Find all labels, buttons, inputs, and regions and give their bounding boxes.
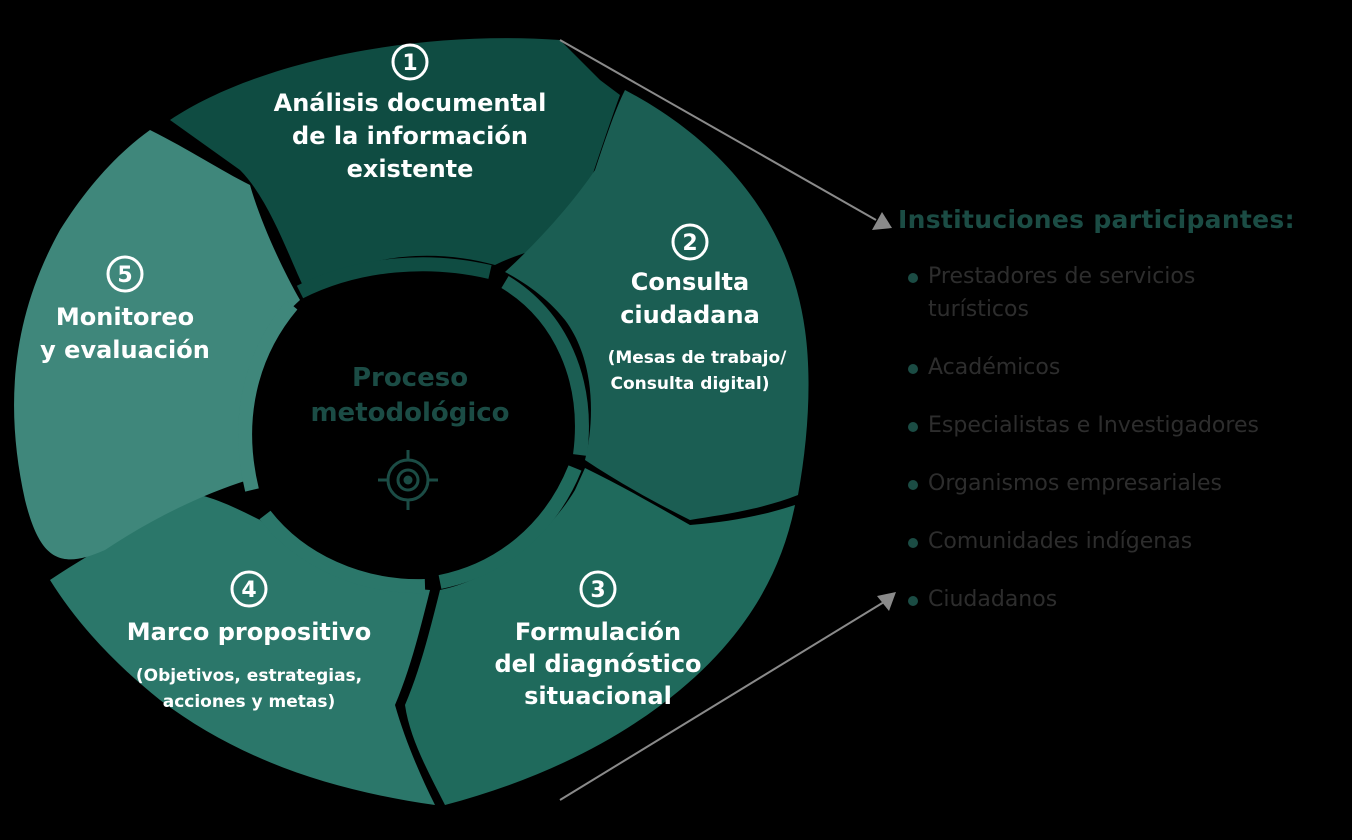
segment-5-shape [14, 130, 300, 560]
institution-item: Organismos empresariales [896, 467, 1346, 500]
center-title-line-1: Proceso [352, 363, 468, 393]
inner-ring-arc-d [259, 510, 426, 594]
inner-ring-arc-e [238, 300, 298, 492]
step-3-title-line-1: Formulación [515, 618, 681, 646]
svg-text:1: 1 [402, 51, 417, 76]
institution-item: Ciudadanos [896, 583, 1346, 616]
step-5-title-line-2: y evaluación [40, 336, 210, 364]
institutions-list: Prestadores de servicios turísticos Acad… [896, 260, 1346, 616]
institution-item: Comunidades indígenas [896, 525, 1346, 558]
institution-item: Prestadores de servicios turísticos [896, 260, 1288, 326]
step-1-number-badge: 1 [391, 43, 429, 81]
institution-item: Académicos [896, 351, 1346, 384]
segment-3-shape [405, 468, 795, 805]
connector-arrow-top [559, 39, 892, 230]
step-5-number-badge: 5 [106, 255, 144, 293]
inner-ring-arc-b [501, 275, 589, 456]
step-2-sub-line-2: Consulta digital) [610, 374, 769, 394]
inner-ring-arc-c [438, 465, 582, 589]
center-title-line-2: metodológico [310, 398, 509, 428]
svg-text:5: 5 [117, 263, 132, 288]
step-2-number-badge: 2 [671, 223, 709, 261]
step-3-number-badge: 3 [579, 570, 617, 608]
step-1-title-line-2: de la información [292, 122, 528, 150]
step-4-number-badge: 4 [230, 570, 268, 608]
inner-ring-arc-a [296, 257, 492, 299]
step-2-sub-line-1: (Mesas de trabajo/ [608, 348, 788, 368]
institution-item: Especialistas e Investigadores [896, 409, 1346, 442]
svg-text:4: 4 [241, 578, 256, 603]
svg-text:2: 2 [682, 231, 697, 256]
step-4-sub-line-1: (Objetivos, estrategias, [136, 666, 362, 686]
step-4-title-line-1: Marco propositivo [127, 618, 372, 646]
step-1-title-line-3: existente [347, 155, 474, 183]
segment-2-shape [505, 90, 809, 520]
step-2-title-line-2: ciudadana [620, 301, 760, 329]
step-3-title-line-3: situacional [524, 682, 672, 710]
institutions-panel: Instituciones participantes: Prestadores… [896, 205, 1346, 641]
step-5-title-line-1: Monitoreo [56, 303, 194, 331]
connector-arrow-bottom [559, 592, 896, 801]
step-1-title-line-1: Análisis documental [274, 89, 547, 117]
institutions-title: Instituciones participantes: [898, 205, 1295, 234]
svg-text:3: 3 [590, 578, 605, 603]
step-4-sub-line-2: acciones y metas) [163, 692, 336, 712]
step-2-title-line-1: Consulta [631, 268, 749, 296]
segment-1-shape [170, 38, 620, 290]
target-gear-icon [378, 450, 438, 510]
step-3-title-line-2: del diagnóstico [494, 650, 701, 678]
